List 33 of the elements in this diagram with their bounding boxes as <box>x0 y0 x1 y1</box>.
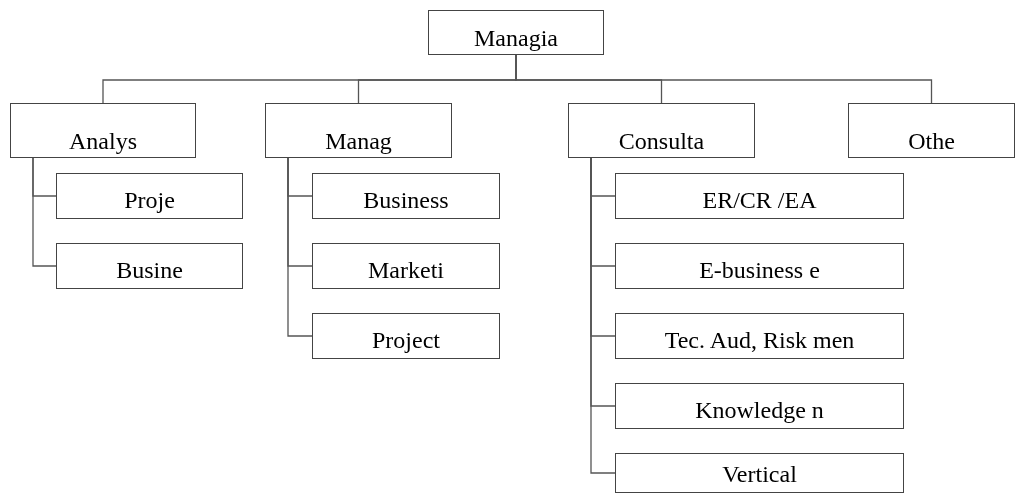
box-label: Proje <box>124 188 175 215</box>
box-label: Project <box>372 328 440 355</box>
item-box <box>56 243 243 289</box>
box-label: Consulta <box>618 129 705 156</box>
box-label: ER/CR /EA <box>702 188 817 215</box>
box-label: Managia <box>474 26 558 53</box>
category-box <box>265 103 452 158</box>
box-label: Busine <box>116 258 183 285</box>
category-box <box>428 10 604 55</box>
connector-line <box>287 157 313 337</box>
item-box <box>312 313 500 359</box>
category-box <box>10 103 196 158</box>
item-box <box>312 243 500 289</box>
box-label: Manag <box>325 129 392 156</box>
box-label: Vertical <box>722 462 797 489</box>
box-label: Analys <box>69 129 137 156</box>
box-label: Tec. Aud, Risk men <box>664 328 855 355</box>
item-box <box>615 453 904 493</box>
box-label: Othe <box>908 129 955 156</box>
box-label: Marketi <box>368 258 444 285</box>
box-label: Knowledge n <box>695 398 824 425</box>
box-label: E-business e <box>699 258 820 285</box>
item-box <box>56 173 243 219</box>
item-box <box>312 173 500 219</box>
category-box <box>848 103 1015 158</box>
item-box <box>615 243 904 289</box>
item-box <box>615 383 904 429</box>
item-box <box>615 173 904 219</box>
box-label: Business <box>363 188 449 215</box>
connector-line <box>32 157 57 267</box>
connector-line <box>590 157 616 474</box>
item-box <box>615 313 904 359</box>
category-box <box>568 103 755 158</box>
